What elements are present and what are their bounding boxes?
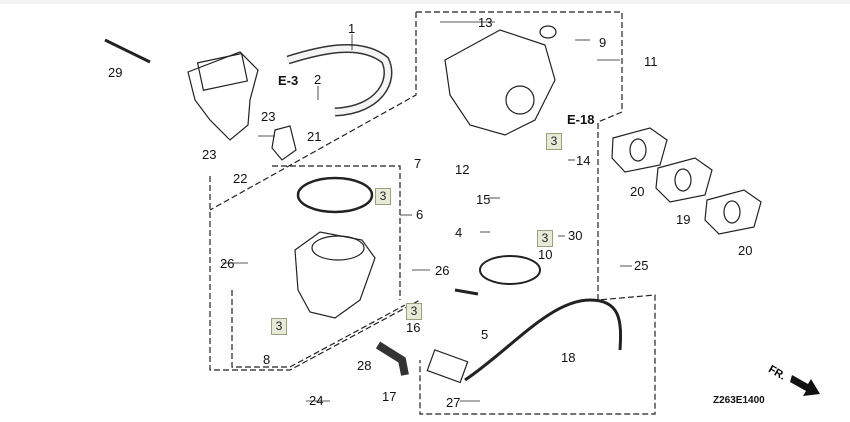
group-frames — [209, 11, 656, 415]
intake-block-22 — [187, 51, 259, 141]
callout-22: 22 — [233, 171, 248, 186]
insulator-20b — [704, 189, 762, 235]
callout-23b: 23 — [202, 147, 217, 162]
boxed-callout-3: 3 — [546, 133, 562, 150]
callout-26a: 26 — [220, 256, 235, 271]
callout-9: 9 — [599, 35, 607, 50]
callout-19: 19 — [676, 212, 691, 227]
top-strip — [0, 0, 850, 4]
carburetor-11 — [444, 29, 556, 136]
callout-18: 18 — [561, 350, 576, 365]
callout-17: 17 — [382, 389, 397, 404]
hose-17 — [375, 341, 409, 376]
throttle-body-6 — [294, 231, 376, 319]
callout-12: 12 — [455, 162, 470, 177]
solenoid-18 — [426, 349, 469, 384]
callout-28: 28 — [357, 358, 372, 373]
insulator-20a — [611, 127, 668, 173]
callout-15: 15 — [476, 192, 491, 207]
frame-outer — [209, 176, 421, 371]
bolt-29 — [104, 38, 151, 64]
callout-2: 2 — [314, 72, 322, 87]
callout-5: 5 — [481, 327, 489, 342]
frame-throttle — [272, 165, 401, 300]
reference-e3: E-3 — [278, 73, 299, 88]
float-5 — [479, 255, 541, 285]
wire-18 — [464, 298, 622, 382]
carb-bore — [505, 85, 535, 115]
callout-6: 6 — [416, 207, 424, 222]
callout-11: 11 — [644, 54, 658, 69]
insulator-19 — [655, 157, 713, 203]
boxed-callout-3: 3 — [537, 230, 553, 247]
frame-inner — [231, 290, 406, 368]
callout-10: 10 — [538, 247, 553, 262]
callout-14: 14 — [576, 153, 591, 168]
reference-e18: E-18 — [567, 112, 595, 127]
callout-23a: 23 — [261, 109, 276, 124]
callout-1: 1 — [348, 21, 356, 36]
callout-16: 16 — [406, 320, 421, 335]
callout-29: 29 — [108, 65, 123, 80]
throttle-bore — [311, 235, 365, 261]
callout-20a: 20 — [630, 184, 645, 199]
frame-link — [209, 12, 417, 211]
cap-13 — [539, 25, 557, 39]
callout-4: 4 — [455, 225, 463, 240]
callout-30: 30 — [568, 228, 583, 243]
callout-20b: 20 — [738, 243, 753, 258]
callout-25: 25 — [634, 258, 649, 273]
callout-8: 8 — [263, 352, 271, 367]
diagram-code: Z263E1400 — [713, 395, 765, 406]
o-ring-3 — [296, 176, 374, 214]
callout-27: 27 — [446, 395, 461, 410]
callout-7: 7 — [414, 156, 422, 171]
callout-21: 21 — [307, 129, 322, 144]
boxed-callout-3: 3 — [406, 303, 422, 320]
gasket-21 — [271, 125, 297, 161]
boxed-callout-3: 3 — [271, 318, 287, 335]
intake-opening — [196, 52, 249, 91]
callout-26b: 26 — [435, 263, 450, 278]
callout-13: 13 — [478, 15, 493, 30]
boxed-callout-3: 3 — [375, 188, 391, 205]
callout-24: 24 — [309, 393, 324, 408]
frame-carb — [416, 11, 656, 415]
